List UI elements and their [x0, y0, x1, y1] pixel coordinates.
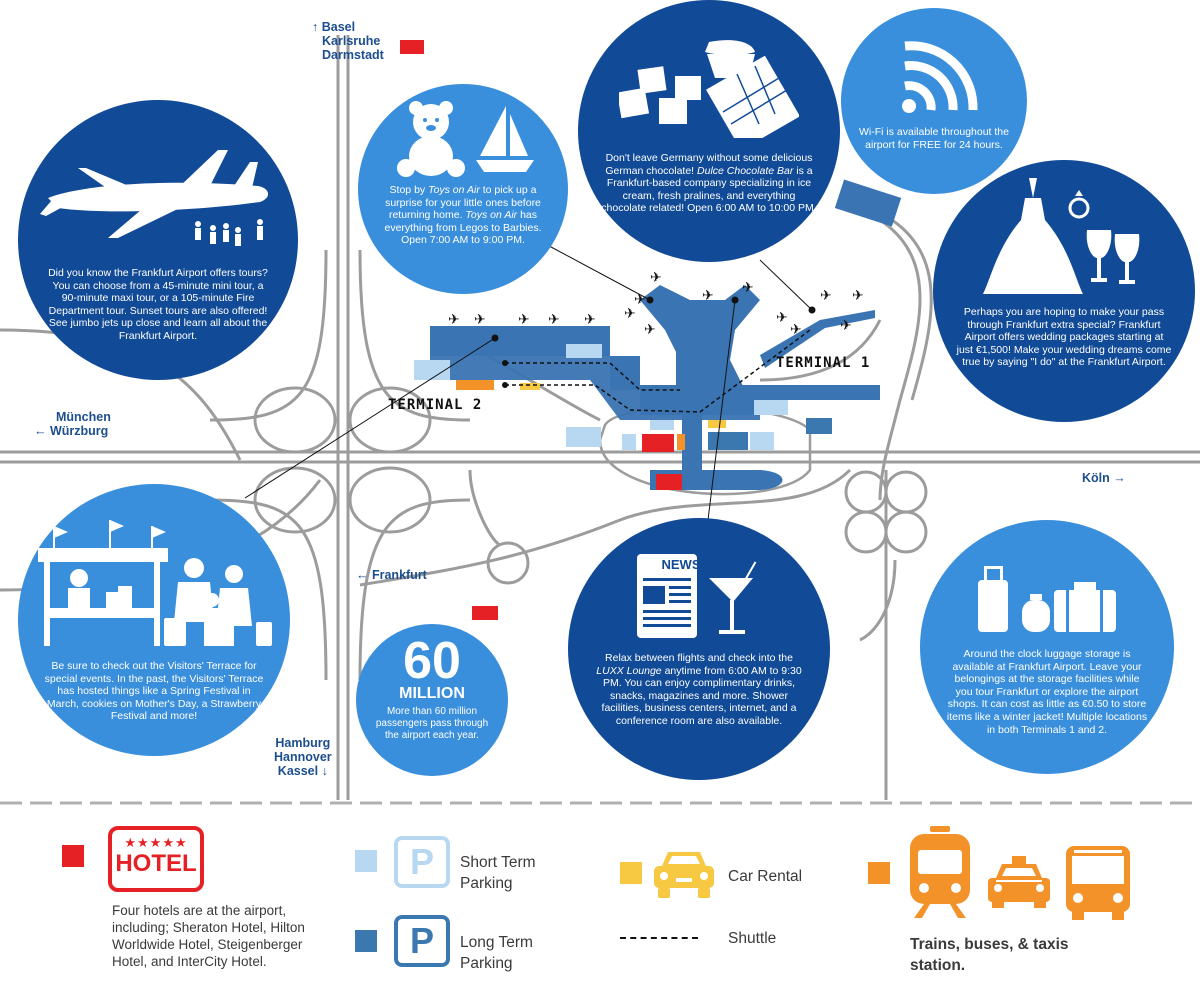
- car-rental-label: Car Rental: [728, 868, 803, 885]
- svg-text:✈: ✈: [852, 288, 864, 304]
- terminal-1-label: TERMINAL 1: [776, 355, 871, 371]
- small-plane-icons: ✈✈✈ ✈✈ ✈✈✈✈ ✈✈ ✈✈ ✈✈✈: [448, 270, 864, 338]
- car-rental-swatch: [620, 862, 642, 884]
- svg-text:✈: ✈: [518, 312, 530, 328]
- svg-text:✈: ✈: [840, 318, 852, 334]
- hotel-stars: ★★★★★: [124, 835, 188, 850]
- passengers-circle: 60 MILLION More than 60 million passenge…: [356, 624, 508, 776]
- luggage-circle: Around the clock luggage storage is avai…: [920, 520, 1174, 774]
- terminals: [430, 285, 880, 490]
- news-icon: [637, 554, 757, 638]
- svg-text:✈: ✈: [634, 292, 646, 308]
- short-term-swatch: [355, 850, 377, 872]
- teddy-bear-icon: [397, 101, 534, 177]
- svg-text:✈: ✈: [776, 310, 788, 326]
- terrace-text: Be sure to check out the Visitors' Terra…: [44, 660, 264, 723]
- hotel-swatch: [62, 845, 84, 867]
- long-term-parking-icon: P: [394, 915, 450, 967]
- chocolate-icon: [619, 40, 799, 138]
- car-icon: [654, 852, 714, 898]
- direction-frankfurt: ← Frankfurt: [356, 568, 427, 582]
- tours-circle: Did you know the Frankfurt Airport offer…: [18, 100, 298, 380]
- direction-west: München ← Würzburg: [34, 410, 111, 438]
- toys-text: Stop by Toys on Air to pick up a surpris…: [384, 184, 542, 247]
- airplane-icon: [40, 150, 269, 246]
- shuttle-lines: [505, 329, 811, 413]
- tours-text: Did you know the Frankfurt Airport offer…: [48, 267, 268, 342]
- chocolate-text: Don't leave Germany without some delicio…: [601, 152, 817, 215]
- svg-text:✈: ✈: [790, 322, 802, 338]
- svg-text:✈: ✈: [702, 288, 714, 304]
- shuttle-label: Shuttle: [728, 930, 777, 947]
- luggage-icon: [978, 566, 1116, 632]
- transit-label: Trains, buses, & taxis station.: [910, 936, 1069, 974]
- wedding-icon: [983, 178, 1140, 294]
- shuttle-line-sample: [620, 937, 698, 939]
- wifi-text: Wi-Fi is available throughout the airpor…: [859, 126, 1009, 151]
- lounge-circle: NEWS Relax between flights and check int…: [568, 518, 830, 780]
- news-icon-label: NEWS: [661, 557, 701, 572]
- long-term-swatch: [355, 930, 377, 952]
- svg-text:✈: ✈: [820, 288, 832, 304]
- short-term-parking-icon: P: [394, 836, 450, 888]
- visitors-terrace-icon: [38, 520, 272, 646]
- chocolate-circle: Don't leave Germany without some delicio…: [578, 0, 840, 262]
- wifi-circle: Wi-Fi is available throughout the airpor…: [841, 8, 1027, 194]
- direction-south: Hamburg Hannover Kassel ↓: [274, 736, 332, 778]
- long-term-label: Long Term Parking: [460, 934, 533, 972]
- svg-text:✈: ✈: [650, 270, 662, 286]
- terminal-2-label: TERMINAL 2: [388, 397, 483, 413]
- wedding-circle: Perhaps you are hoping to make your pass…: [933, 160, 1195, 422]
- hotel-sign: ★★★★★ HOTEL: [108, 826, 204, 892]
- wifi-icon: [902, 41, 978, 113]
- svg-text:✈: ✈: [448, 312, 460, 328]
- hotel-text: Four hotels are at the airport, includin…: [112, 903, 305, 969]
- wedding-text: Perhaps you are hoping to make your pass…: [956, 306, 1172, 369]
- terrace-circle: Be sure to check out the Visitors' Terra…: [18, 484, 290, 756]
- short-term-label: Short Term Parking: [460, 854, 536, 892]
- transit-swatch: [868, 862, 890, 884]
- luggage-text: Around the clock luggage storage is avai…: [946, 648, 1148, 736]
- passengers-unit: MILLION: [399, 685, 465, 702]
- direction-east: Köln →: [1082, 471, 1126, 485]
- svg-text:✈: ✈: [644, 322, 656, 338]
- toys-circle: Stop by Toys on Air to pick up a surpris…: [358, 84, 568, 294]
- direction-north: ↑ Basel Karlsruhe Darmstadt: [312, 20, 384, 62]
- lounge-text: Relax between flights and check into the…: [596, 652, 802, 727]
- svg-text:✈: ✈: [548, 312, 560, 328]
- connector-lines: [244, 239, 813, 521]
- transit-icons: [910, 826, 1130, 920]
- svg-text:✈: ✈: [742, 280, 754, 296]
- svg-text:✈: ✈: [584, 312, 596, 328]
- passengers-number: 60: [403, 632, 461, 690]
- passengers-text: More than 60 million passengers pass thr…: [375, 706, 489, 741]
- svg-text:✈: ✈: [474, 312, 486, 328]
- svg-text:✈: ✈: [624, 306, 636, 322]
